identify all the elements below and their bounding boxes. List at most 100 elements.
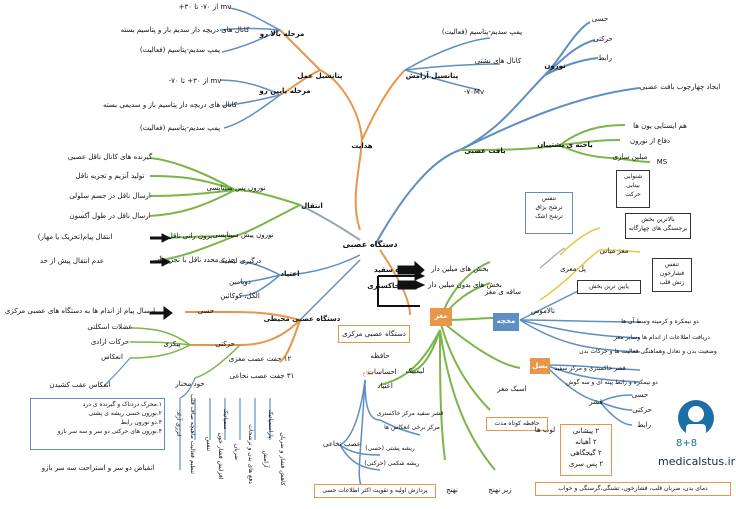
presyn-item: گیرنده های کانال ناقل عصبی: [67, 153, 153, 161]
cerebellum-tag: مخچه: [493, 313, 519, 331]
vertical-note: کاهش فشار و ضربان: [279, 432, 286, 486]
cerebrum-item: قشر خاکستری و مرکز سفید: [554, 365, 626, 372]
vertical-note: دفع های بدن و ترشحات: [247, 424, 254, 484]
spinal-nerves-31: ۳۱ جفت عصب نخاعی: [229, 372, 295, 380]
reflex-box: ۱.محرک دردناک و گیرنده ی درد ۲.نورون حسی…: [30, 398, 165, 450]
glia-item: هم ایستایی یون ها: [633, 122, 687, 130]
cerebellum-item: دو نیمکره و کرمینه وسط آن ها: [621, 318, 699, 325]
spinal-desc: مرکز برخی انعکاس ها: [384, 424, 440, 431]
stop-box: عدم انتقال پیش از حد: [39, 257, 105, 265]
cerebrum-item: دو نیمکره و رابط پینه ای و سه گوش: [566, 379, 658, 386]
root-label: دستگاه عصبی: [342, 240, 398, 249]
pons-box: تنفس ترشح بزاق ترشح اشک: [525, 192, 573, 234]
conn-neuron: [459, 74, 546, 151]
motor-label: حرکتی: [215, 340, 235, 348]
cortex-part: رابط: [637, 421, 651, 429]
conn-conduction: [354, 139, 363, 231]
conn-action: [319, 69, 363, 141]
spinal-desc: قشر سفید مرکز خاکستری: [376, 410, 444, 417]
thalamus-label: تالاموس: [531, 307, 555, 315]
vertical-note: افزایش فشار خون: [217, 432, 224, 480]
hypothalamus-label: زیر نهنج: [488, 486, 512, 494]
ms-label: MS: [656, 158, 668, 166]
peripheral-label: دستگاه عصبی محیطی: [263, 315, 341, 323]
neuron-part: حسی: [591, 15, 609, 23]
addiction-label: اعتیاد: [280, 270, 300, 278]
cerebellum-item: دریافت اطلاعات از اندام ها وسایر مغز: [614, 334, 710, 341]
somatic-item: عضلات اسکلتی: [87, 323, 133, 331]
somatic-label: پیکری: [163, 340, 181, 348]
cortex-part: حرکتی: [632, 406, 652, 414]
reflex-label: انعکاس عقب کشیدن: [49, 381, 111, 389]
conduction-label: هدایت: [351, 142, 373, 150]
presyn-item: ارسال ناقل در طول آکسون: [69, 212, 151, 220]
glia-label: یاخته ی پشتیبان: [537, 141, 593, 149]
somatic-item: حرکات ارادی: [90, 338, 130, 346]
limbic-item: حافظه: [370, 352, 390, 360]
glia-item: دفاع از نورون: [629, 137, 671, 145]
vertical-note: ضربان: [233, 443, 240, 461]
conn-repol: [279, 69, 321, 96]
conn-tissue: [374, 149, 461, 246]
lobes-box: ۲ پیشانی ۲ آهیانه ۲ گیجگاهی ۲ پس سری: [560, 424, 612, 476]
parasympathetic-label: پاراسمپاتیک: [267, 409, 274, 439]
gray-matter-label: ماده خاکستری: [367, 282, 417, 290]
limbic-item: اعتیاد: [377, 382, 393, 390]
vertical-note: آرامش: [262, 450, 269, 468]
thalamus2-label: نهنج: [446, 486, 458, 494]
depolarize-item: پمپ سدیم-پتاسیم (فعالیت): [139, 46, 221, 54]
lobes-label: لوب ها: [534, 426, 556, 434]
white-matter-desc: بخش های میلین دار: [431, 265, 489, 273]
presynaptic-label: نورون پس سیناپسی: [206, 184, 266, 192]
addiction-item: الکل، کوکائین: [220, 292, 260, 300]
exo-box: انتقال پیام(تحریک یا مهار): [37, 233, 113, 241]
white-matter-label: ماده سفید: [374, 266, 410, 274]
pineal-low-box: پایین ترین بخش: [577, 280, 641, 294]
spinal-nerves-12: ۱۲ جفت عصب مغزی: [228, 355, 292, 363]
cerebellum-item: وضعیت بدن و تعادل وهماهنگی فعالیت ها و ح…: [579, 348, 717, 355]
brainstem-label: ساقه ی مغز: [484, 288, 522, 296]
postsyn-item: جذب مجدد ناقل با تجزیه آن: [154, 256, 236, 264]
midbrain-label: مغز میانی: [599, 247, 629, 255]
vertical-note: انرژی آزاد: [175, 411, 182, 437]
limbic-item: احساسات: [367, 368, 397, 376]
addiction-item: درگیری لیمبیک: [218, 257, 262, 265]
presyn-item: ارسال ناقل در جسم سلولی: [69, 192, 151, 200]
repolarize-label: مرحله پایین رو: [259, 87, 311, 95]
spinal-tag: نخاع: [362, 370, 374, 377]
depolarize-item: کانال های دریچه دار سدیم باز و پتاسیم بس…: [120, 26, 250, 34]
tissue-support: ایجاد چهارچوب بافت عصبی: [639, 83, 721, 91]
limbic-label: لیمبیک: [405, 367, 425, 375]
svg-text:8+8: 8+8: [676, 438, 697, 448]
repolarize-item: mv از ۳۰+ تا ۷۰-: [168, 77, 222, 85]
hippo-box: حافظه کوتاه مدت: [486, 417, 548, 431]
repolarize-item: کانال های دریچه دار پتاسیم باز و سدیمی ب…: [103, 101, 237, 109]
rest-item: پمپ سدیم-پتاسیم (فعالیت): [441, 28, 523, 36]
cortex-part: حسی: [631, 391, 649, 399]
spinal-nerve-item: ریشه شکمی (حرکتی): [364, 460, 420, 467]
pineal-box: بالاترین بخش برجستگی های چهارگانه: [625, 213, 691, 239]
neuron-part: رابط: [598, 54, 612, 62]
action-potential-label: پتانسیل عمل: [297, 72, 343, 80]
central-box: دستگاه عصبی مرکزی: [338, 325, 410, 343]
neuron-part: حرکتی: [593, 35, 613, 43]
cortex-label: قشر: [589, 398, 603, 406]
rest-item: ۷۰Mv-: [463, 88, 485, 96]
conn-rest: [361, 69, 406, 141]
spinal-nerve-item: ریشه پشتی (حسی): [365, 445, 415, 452]
repolarize-item: پمپ سدیم-پتاسیم (فعالیت): [139, 124, 221, 132]
medulla-tag: بصل النخاع: [530, 358, 550, 386]
doctor-logo-icon: 8+8: [676, 400, 714, 448]
postsyn-item: برون رانی ناقل: [167, 232, 213, 240]
rest-item: کانال های نشتی: [474, 57, 522, 65]
postsynaptic-label: نورون پیش سیناپسی: [212, 231, 274, 239]
hippocampus-label: اسبک مغز: [497, 385, 527, 393]
depolarize-label: مرحله بالا رو: [259, 30, 305, 38]
gray-matter-desc: بخش های بدون میلین دار: [428, 281, 502, 289]
pons-label: پل مغزی: [560, 265, 586, 273]
sensory-box: ارسال پیام از اندام ها به دستگاه های عصب…: [4, 307, 156, 315]
glia-item: میلین سازی: [612, 153, 648, 161]
autonomic-label: خود مختار: [175, 380, 205, 388]
sympathetic-label: سمپاتیک: [222, 408, 229, 430]
tissue-label: بافت عصبی: [464, 147, 506, 155]
